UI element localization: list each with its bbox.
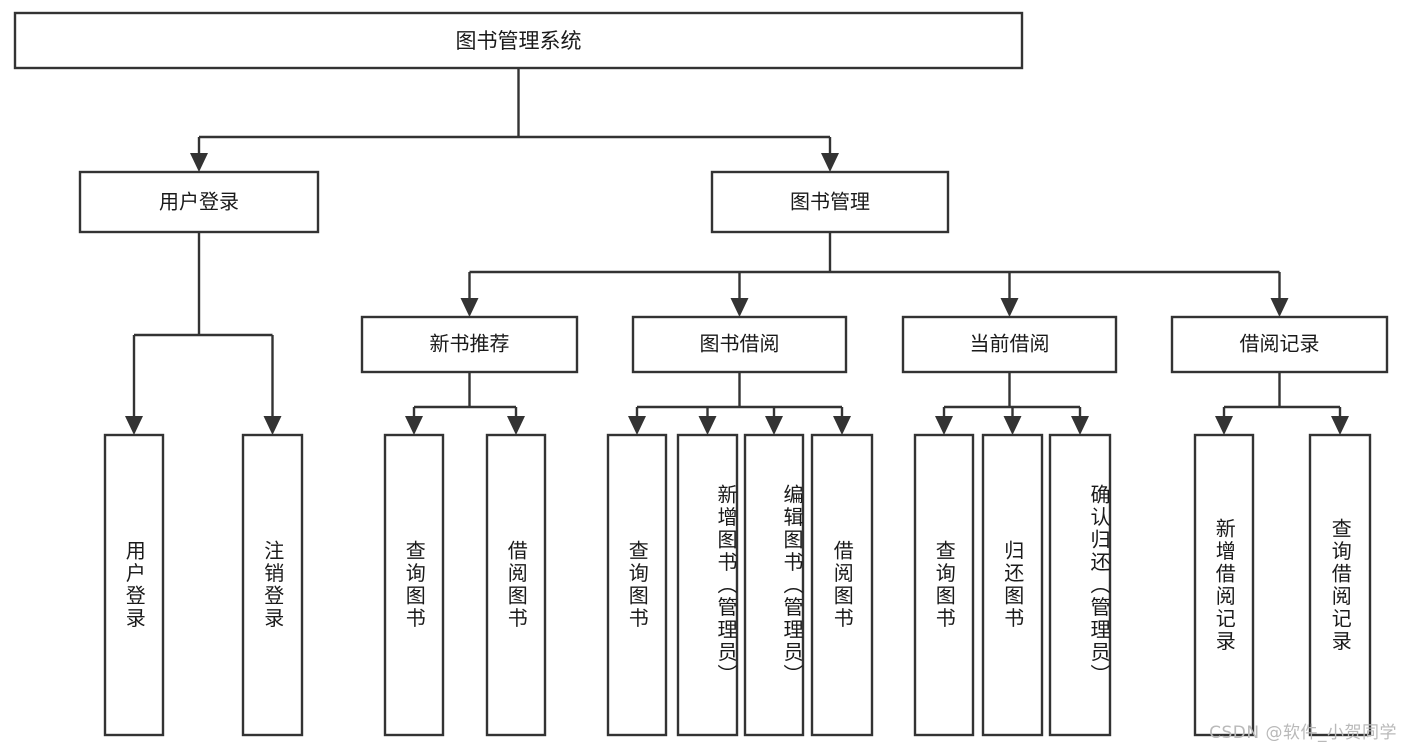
- arrow-head-records: [1270, 298, 1289, 317]
- node-current-borrow[interactable]: [901, 315, 1118, 374]
- node-borrow-records-label: 借阅记录: [1240, 332, 1320, 356]
- arrow-head-leaf-add-book: [698, 416, 717, 435]
- arrow-head-leaf-query-book-2: [628, 416, 646, 435]
- watermark-text: CSDN @软件_小贺同学: [1209, 723, 1397, 743]
- connector-layer: [125, 68, 1349, 435]
- arrow-head-leaf-query-record: [1331, 416, 1349, 435]
- arrow-head-leaf-borrow-book-2: [833, 416, 851, 435]
- arrow-head-leaf-query-book-1: [405, 416, 423, 435]
- leaf-box-borrow-book-newbook[interactable]: [485, 433, 547, 737]
- box-layer: 图书管理系统 用户登录 图书管理 新书推荐 图书借阅 当前借阅 借阅记录: [13, 11, 1389, 737]
- leaf-box-query-book-borrow[interactable]: [606, 433, 668, 737]
- arrow-head-leaf-edit-book: [765, 416, 783, 435]
- node-user-login[interactable]: [78, 170, 320, 234]
- node-new-book-recommend[interactable]: [360, 315, 579, 374]
- leaf-box-add-borrow-record[interactable]: [1193, 433, 1255, 737]
- node-root[interactable]: [13, 11, 1024, 70]
- arrow-head-leaf-add-record: [1215, 416, 1233, 435]
- node-book-borrow-label: 图书借阅: [700, 332, 780, 356]
- arrow-head-current: [1000, 298, 1019, 317]
- node-root-label: 图书管理系统: [456, 29, 582, 53]
- leaf-box-return-book[interactable]: [981, 433, 1044, 737]
- leaf-box-confirm-return-admin[interactable]: [1048, 433, 1112, 737]
- arrow-head-userlogin: [190, 153, 208, 172]
- node-current-borrow-label: 当前借阅: [970, 332, 1050, 356]
- node-user-login-label: 用户登录: [159, 190, 239, 214]
- node-new-book-recommend-label: 新书推荐: [430, 332, 510, 356]
- arrow-head-leaf-borrow-book-1: [507, 416, 525, 435]
- leaf-box-add-book-admin[interactable]: [676, 433, 739, 737]
- node-book-management-label: 图书管理: [790, 190, 870, 214]
- node-book-management[interactable]: [710, 170, 950, 234]
- leaf-box-logout[interactable]: [241, 433, 304, 737]
- node-book-borrow[interactable]: [631, 315, 848, 374]
- node-borrow-records[interactable]: [1170, 315, 1389, 374]
- leaf-box-borrow-book[interactable]: [810, 433, 874, 737]
- arrow-head-leaf-query-book-3: [935, 416, 953, 435]
- arrow-head-bookmgmt: [821, 153, 839, 172]
- leaf-box-edit-book-admin[interactable]: [743, 433, 805, 737]
- arrow-head-borrow: [730, 298, 749, 317]
- leaf-box-query-book-current[interactable]: [913, 433, 975, 737]
- arrow-head-leaf-confirm-return: [1071, 416, 1089, 435]
- arrow-head-leaf-return-book: [1003, 416, 1022, 435]
- arrow-head-leaf-logout: [263, 416, 282, 435]
- leaf-box-query-borrow-record[interactable]: [1308, 433, 1372, 737]
- arrow-head-leaf-user-login: [125, 416, 143, 435]
- leaf-box-user-login[interactable]: [103, 433, 165, 737]
- arrow-head-newbook: [460, 298, 479, 317]
- leaf-box-query-book-newbook[interactable]: [383, 433, 445, 737]
